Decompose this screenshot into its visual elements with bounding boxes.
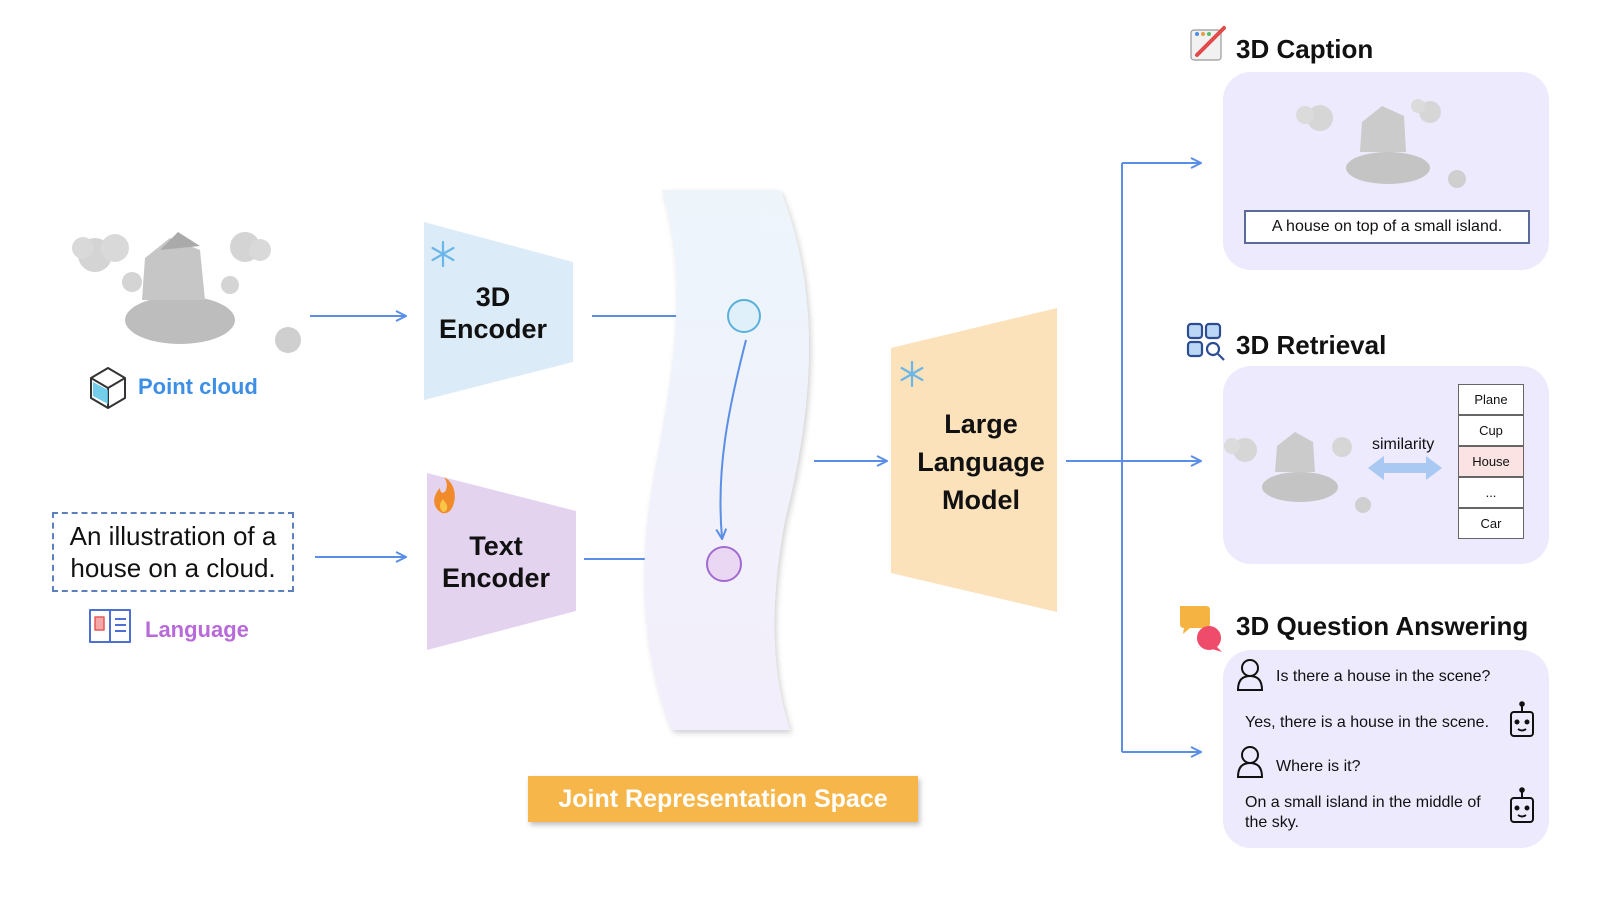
text-encoder-shape [427, 473, 576, 650]
point-cloud-label: Point cloud [138, 374, 258, 399]
qa-panel [1223, 650, 1549, 848]
text-encoder-label: Text Encoder [441, 531, 551, 593]
retrieval-option: Cup [1458, 415, 1524, 446]
joint-representation-label: Joint Representation Space [528, 776, 918, 822]
user-icon [1236, 746, 1264, 778]
retrieval-option: ... [1458, 477, 1524, 508]
similarity-label: similarity [1372, 436, 1435, 453]
qa-question-1: Is there a house in the scene? [1276, 668, 1491, 685]
book-icon [89, 609, 131, 643]
cube-icon [90, 367, 126, 409]
caption-output-box: A house on top of a small island. [1244, 210, 1530, 244]
qa-title: 3D Question Answering [1236, 611, 1529, 641]
qa-answer-2: On a small island in the middle of the s… [1245, 794, 1481, 831]
qa-answer-1: Yes, there is a house in the scene. [1245, 714, 1490, 731]
robot-icon [1510, 787, 1534, 823]
joint-representation-band [644, 190, 809, 730]
qa-question-2: Where is it? [1276, 758, 1361, 775]
point-cloud-image [72, 232, 301, 353]
flame-icon [434, 477, 455, 514]
similarity-double-arrow [1368, 456, 1442, 480]
3d-encoder-shape [424, 222, 573, 400]
grid-search-icon [1186, 322, 1225, 361]
caption-title: 3D Caption [1236, 34, 1374, 64]
llm-label: Large Language Model [917, 409, 1045, 515]
3d-encoder-label: 3D Encoder [438, 282, 548, 344]
snowflake-icon [900, 360, 924, 388]
text-embedding-dot [706, 546, 742, 582]
retrieval-option: Car [1458, 508, 1524, 539]
retrieval-option: Plane [1458, 384, 1524, 415]
snowflake-icon [431, 240, 455, 268]
retrieval-option-selected: House [1458, 446, 1524, 477]
chat-bubbles-icon [1180, 606, 1222, 652]
language-input-text: An illustration of a house on a cloud. [52, 512, 294, 592]
alignment-arrow [720, 339, 747, 538]
caption-point-cloud-image [1296, 99, 1466, 188]
retrieval-title: 3D Retrieval [1236, 330, 1387, 360]
retrieval-point-cloud-image [1224, 432, 1371, 513]
3d-embedding-dot [727, 299, 761, 333]
language-label: Language [145, 617, 249, 642]
user-icon [1236, 659, 1264, 691]
pencil-drawing-icon [1190, 26, 1226, 61]
robot-icon [1510, 701, 1534, 737]
llm-shape [891, 308, 1057, 612]
